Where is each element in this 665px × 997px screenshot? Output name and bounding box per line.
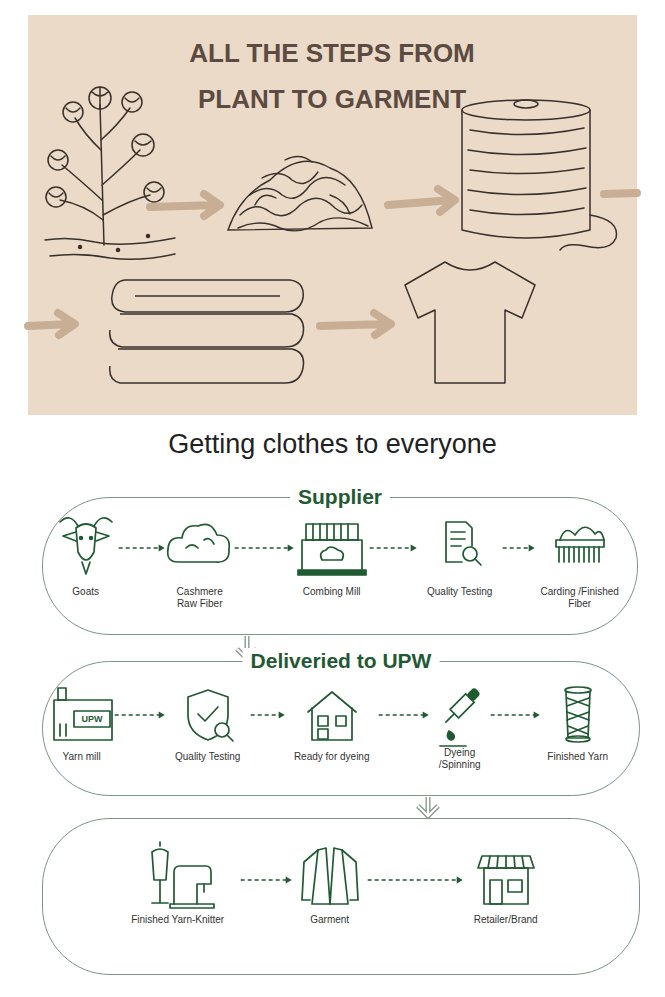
yarn-spool [462,100,616,250]
icon-label: UPW [76,712,108,726]
flow-connector [115,712,165,719]
arrow-head [159,712,165,719]
connector-line [370,547,413,548]
arrow-head [411,545,417,552]
flow-connector [119,545,165,552]
plant-drawing [45,87,175,259]
process-step: Retailer/Brand [466,842,546,926]
process-step: Dyeing /Spinning [432,685,488,771]
process-icons [54,518,604,908]
flow-connector [418,797,438,816]
t-shirt-drawing [405,262,535,383]
connector-line [368,879,459,880]
stage-band: SupplierGoatsCashmere Raw FiberCombing M… [42,497,638,635]
flow-connector [235,545,294,552]
step-label: Yarn mill [52,751,112,763]
arrow-head [457,877,463,884]
step-label: Retailer/Brand [466,914,546,926]
step-label: Cashmere Raw Fiber [168,586,232,610]
flow-connector [241,877,292,884]
arrow-head [423,712,429,719]
connector-line [491,714,536,715]
stage-band: Deliveried to UPWYarn millQuality Testin… [42,661,640,796]
connector-inner [418,797,438,816]
step-label: Finished Yarn-Knitter [118,914,238,926]
section-heading: Getting clothes to everyone [0,426,665,462]
connector-line [241,879,288,880]
connector-line [251,714,281,715]
band-heading: Deliveried to UPW [243,648,440,674]
step-label: Finished Yarn [543,751,613,763]
step-label: Quality Testing [168,751,248,763]
fiber-pile [228,156,372,230]
step-label: Carding /Finished Fiber [538,586,622,610]
process-step: Cashmere Raw Fiber [168,517,232,610]
arrow-head [529,545,535,552]
stage-band: Finished Yarn-Knitter Garment Retailer/Bra… [42,818,640,975]
arrow-head [534,712,540,719]
flow-arrow [28,189,637,335]
connector-line [503,547,531,548]
process-step: Finished Yarn-Knitter [118,842,238,926]
process-step: Ready for dyeing [288,685,376,763]
process-step: Goats [56,517,116,598]
process-step: Carding /Finished Fiber [538,517,622,610]
process-step: Finished Yarn [543,685,613,763]
connector-line [119,547,161,548]
step-label: Combing Mill [297,586,367,598]
flow-connector [379,712,429,719]
flow-connector [368,877,463,884]
title: ALL THE STEPS FROM PLANT TO GARMENT [162,30,502,122]
process-step: Garment [295,842,365,926]
arrow-head [279,712,285,719]
title-panel [28,15,637,415]
connector-outline [418,797,438,816]
step-label: Garment [295,914,365,926]
connector-line [115,714,161,715]
arrow-head [288,545,294,552]
process-step: Combing Mill [297,517,367,598]
step-label: Ready for dyeing [288,751,376,763]
process-step: Quality Testing [420,517,500,598]
flow-connector [251,712,285,719]
arrow-head [159,545,165,552]
flow-connector [370,545,417,552]
folded-fabric [110,280,304,383]
process-step: Quality Testing [168,685,248,763]
step-label: Dyeing /Spinning [432,747,488,771]
connector-line [379,714,425,715]
connector-line [235,547,290,548]
step-label: Goats [56,586,116,598]
step-label: Quality Testing [420,586,500,598]
arrow-head [286,877,292,884]
band-heading: Supplier [290,484,390,510]
flow-connector [491,712,540,719]
flow-connector [503,545,535,552]
